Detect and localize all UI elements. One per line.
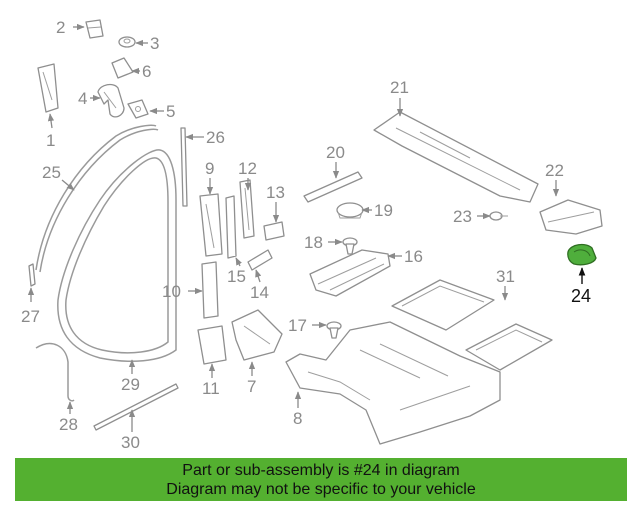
callout-5: 5 <box>166 102 175 121</box>
callout-31: 31 <box>496 267 515 286</box>
callout-20: 20 <box>326 143 345 162</box>
part-7-panel[interactable] <box>231 309 283 361</box>
callout-27: 27 <box>21 307 40 326</box>
callout-labels: 2 3 6 4 5 1 26 25 9 12 13 20 21 19 18 16… <box>21 18 591 452</box>
callout-22: 22 <box>545 161 564 180</box>
info-banner: Part or sub-assembly is #24 in diagram D… <box>15 458 627 501</box>
callout-10: 10 <box>162 282 181 301</box>
callout-17: 17 <box>288 316 307 335</box>
callout-18: 18 <box>304 233 323 252</box>
part-10-pillar-trim[interactable] <box>201 261 219 319</box>
part-5-bracket[interactable] <box>127 99 149 119</box>
part-11-panel[interactable] <box>197 325 227 365</box>
part-22-bracket[interactable] <box>539 199 603 235</box>
banner-line-1: Part or sub-assembly is #24 in diagram <box>182 461 460 479</box>
part-27-molding[interactable] <box>28 263 36 287</box>
part-13-clip[interactable] <box>263 221 285 241</box>
callout-2: 2 <box>56 18 65 37</box>
callout-13: 13 <box>266 183 285 202</box>
callout-1: 1 <box>46 131 55 150</box>
callout-28: 28 <box>59 415 78 434</box>
part-26-pillar-strip[interactable] <box>180 127 188 207</box>
part-4-grab-handle[interactable] <box>97 83 125 118</box>
callout-24: 24 <box>571 286 591 306</box>
callout-16: 16 <box>404 247 423 266</box>
part-8-floor-panel[interactable] <box>285 321 501 445</box>
part-20-scuff-plate[interactable] <box>303 171 363 203</box>
part-15-trim[interactable] <box>225 195 237 259</box>
part-31-floor-mats[interactable] <box>391 279 553 371</box>
callout-12: 12 <box>238 159 257 178</box>
banner-line-2: Diagram may not be specific to your vehi… <box>166 480 476 498</box>
part-17-fastener[interactable] <box>326 321 342 339</box>
callout-30: 30 <box>121 433 140 452</box>
part-19-plug[interactable] <box>336 202 364 219</box>
part-18-fastener[interactable] <box>342 237 358 255</box>
callout-19: 19 <box>374 201 393 220</box>
part-16-storage-tray[interactable] <box>309 249 391 297</box>
callout-4: 4 <box>78 89 87 108</box>
callout-leaders <box>27 23 586 432</box>
part-23-stud[interactable] <box>489 211 508 221</box>
part-14-trim[interactable] <box>247 249 273 271</box>
callout-21: 21 <box>390 78 409 97</box>
part-29-door-seal[interactable] <box>57 149 177 363</box>
part-12-grab-handle[interactable] <box>239 179 255 239</box>
callout-11: 11 <box>202 379 220 398</box>
part-21-step-rail[interactable] <box>373 111 539 203</box>
callout-7: 7 <box>247 377 256 396</box>
part-24-highlighted[interactable] <box>567 243 597 266</box>
part-3-push-pin[interactable] <box>118 36 136 48</box>
callout-14: 14 <box>250 283 269 302</box>
callout-6: 6 <box>142 62 151 81</box>
part-25-weatherstrip[interactable] <box>35 124 159 273</box>
callout-26: 26 <box>206 128 225 147</box>
part-28-hose[interactable] <box>35 342 75 402</box>
callout-8: 8 <box>293 409 302 428</box>
part-1-a-pillar-trim[interactable] <box>37 63 59 113</box>
callout-15: 15 <box>227 267 246 286</box>
part-6-trim[interactable] <box>111 57 134 79</box>
callout-23: 23 <box>453 207 472 226</box>
callout-3: 3 <box>150 34 159 53</box>
callout-25: 25 <box>42 163 61 182</box>
callout-29: 29 <box>121 375 140 394</box>
part-2-clip[interactable] <box>85 19 104 39</box>
part-24-shape <box>567 243 597 266</box>
part-30-sill-strip[interactable] <box>93 383 179 431</box>
callout-9: 9 <box>205 159 214 178</box>
part-9-pillar-trim[interactable] <box>199 193 223 257</box>
